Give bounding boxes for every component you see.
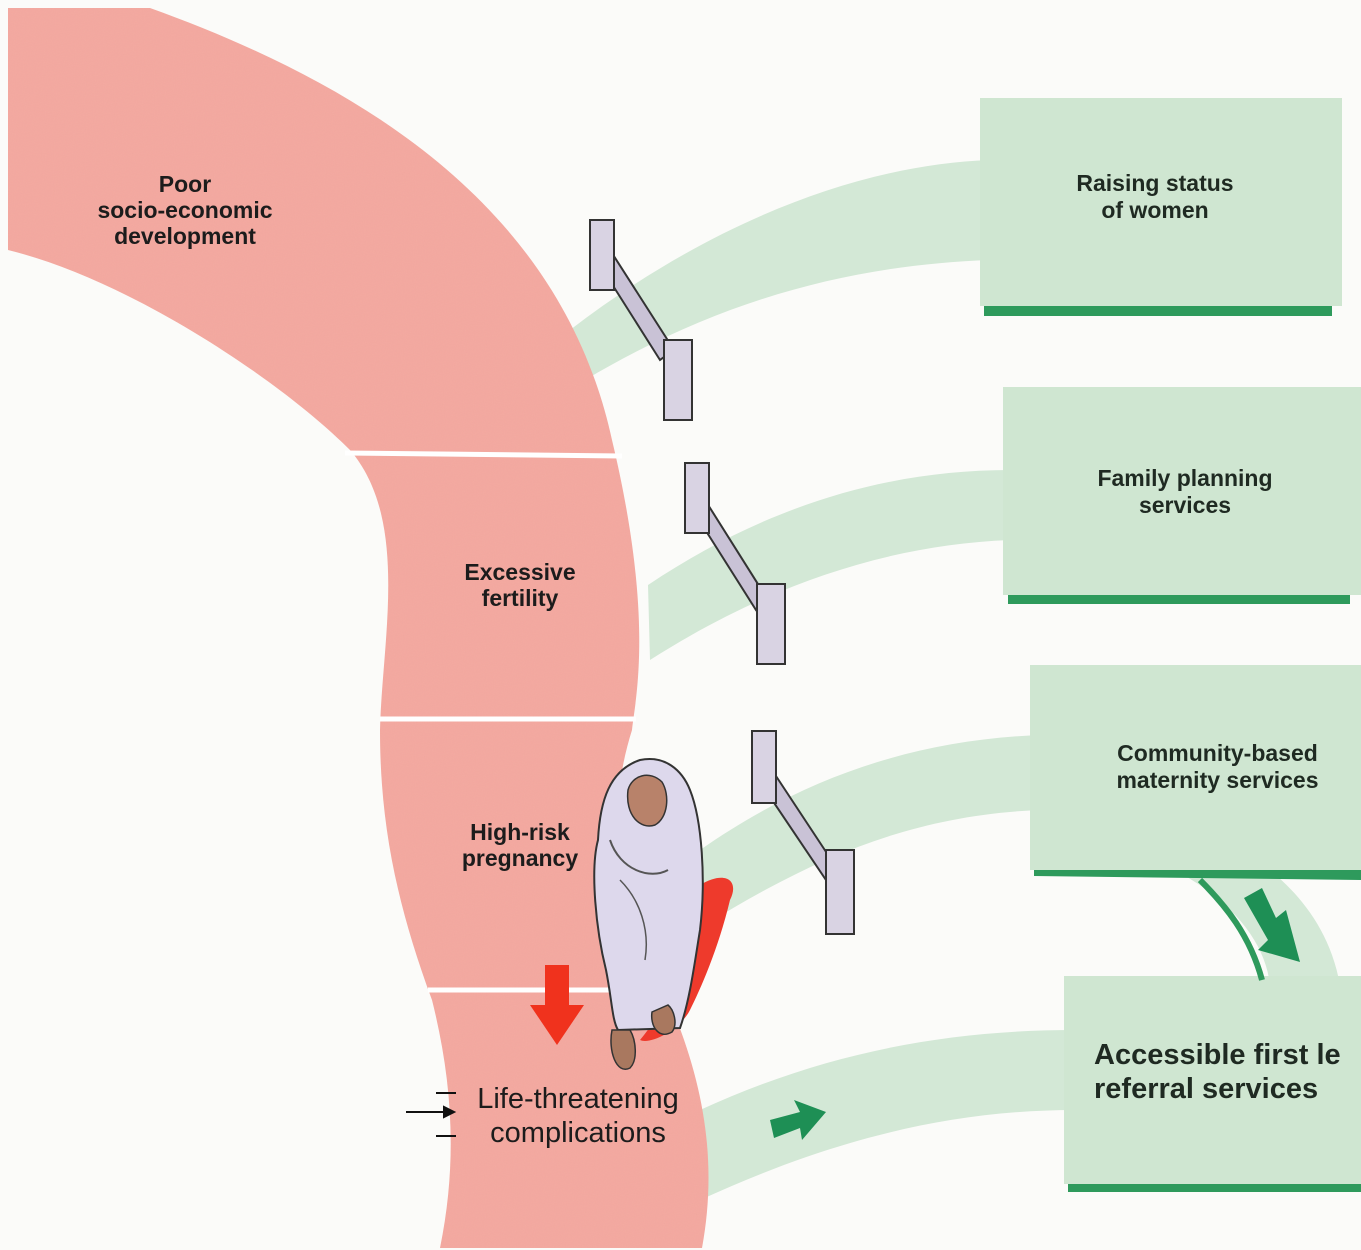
box-label-family-planning: Family planning services: [1060, 465, 1310, 519]
road-divider: [345, 453, 622, 456]
path-referral: [700, 1030, 1075, 1200]
label-high-risk-pregnancy: High-risk pregnancy: [430, 820, 610, 872]
label-life-threatening: Life-threatening complications: [448, 1082, 708, 1150]
label-excessive-fertility: Excessive fertility: [420, 560, 620, 612]
path-status: [570, 160, 990, 380]
box-label-status: Raising status of women: [1030, 170, 1280, 224]
box-label-community: Community-based maternity services: [1075, 740, 1360, 794]
box-label-referral: Accessible first le referral services: [1090, 1038, 1361, 1106]
intervention-boxes: [980, 98, 1361, 1192]
label-poor-socio-economic: Poor socio-economic development: [70, 172, 300, 249]
